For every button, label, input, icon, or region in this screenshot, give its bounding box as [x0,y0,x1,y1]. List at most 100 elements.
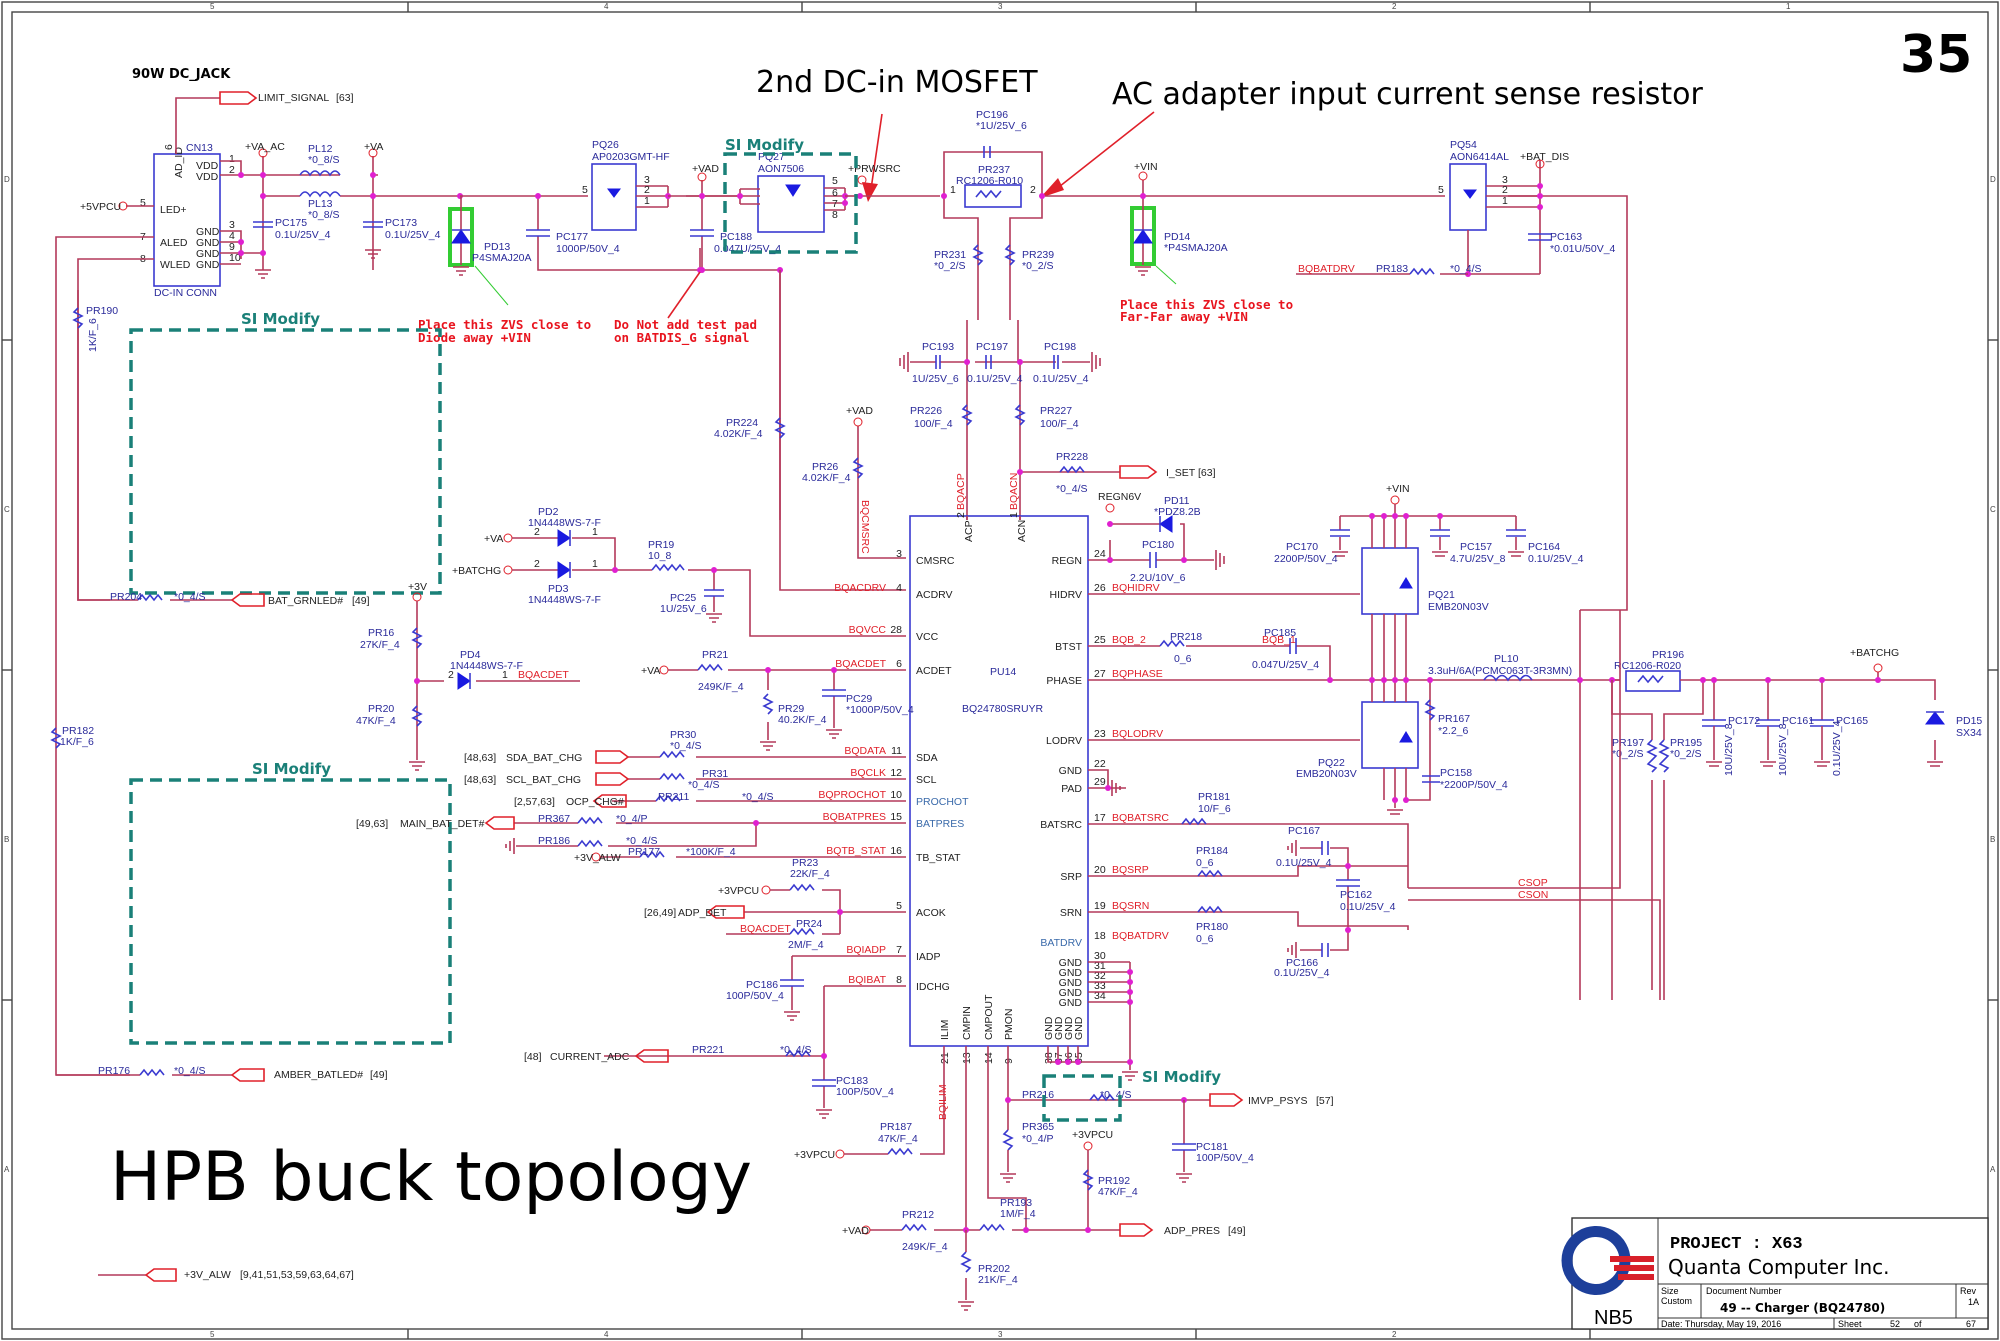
svg-text:PR226: PR226 [910,405,942,417]
svg-text:Size: Size [1661,1286,1679,1296]
svg-text:PQ54: PQ54 [1450,139,1477,151]
ic-pin-gnd: GND [1053,1016,1065,1040]
ic-pin-pad: PAD [1061,783,1082,795]
svg-text:1: 1 [1008,512,1020,518]
svg-text:PR190: PR190 [86,305,118,317]
svg-text:*PDZ8.2B: *PDZ8.2B [1154,506,1201,518]
svg-text:+BATCHG: +BATCHG [452,565,501,577]
svg-text:*0_4/S: *0_4/S [174,1065,206,1077]
ic-pin-num: 17 [1094,812,1106,824]
ic-pin-gnd: GND [1059,977,1083,989]
si-modify-label: SI Modify [725,136,804,154]
svg-text:PR231: PR231 [934,249,966,261]
svg-text:+5VPCU: +5VPCU [80,201,121,213]
pu14-charger-ic: PU14 BQ24780SRUYR [909,515,1089,1047]
svg-text:D: D [1990,175,1996,184]
svg-text:100/F_4: 100/F_4 [914,418,953,430]
ic-pin-num: 11 [891,745,902,757]
svg-text:PC172: PC172 [1728,715,1760,727]
svg-text:1: 1 [1502,195,1508,207]
ic-ref: PU14 [990,666,1016,678]
net-label: BQPHASE [1112,668,1163,680]
svg-text:PR367: PR367 [538,813,570,825]
svg-text:2: 2 [1502,184,1508,196]
ic-pin-cmpout: CMPOUT [983,994,995,1040]
ic-pin-num: 34 [1094,990,1106,1002]
svg-text:+VIN: +VIN [1134,161,1158,173]
offpage-3v-alw: +3V_ALW [184,1269,231,1281]
svg-text:*0_2/S: *0_2/S [1022,260,1054,272]
svg-text:PR237: PR237 [978,164,1010,176]
svg-text:*0_2/S: *0_2/S [1612,748,1644,760]
svg-text:GND: GND [196,259,220,271]
ic-pin-phase: PHASE [1046,675,1082,687]
svg-text:*0_4/S: *0_4/S [688,779,720,791]
ic-pin-prochot: PROCHOT [916,796,969,808]
ic-pin-num: 18 [1094,930,1106,942]
ic-pin-num: 8 [896,974,902,986]
svg-text:PR180: PR180 [1196,921,1228,933]
svg-text:WLED: WLED [160,259,191,271]
net-label: BQHIDRV [1112,582,1160,594]
svg-text:1U/25V_6: 1U/25V_6 [912,373,959,385]
svg-text:PD2: PD2 [538,506,559,518]
svg-text:+3V: +3V [408,581,427,593]
svg-text:2: 2 [448,669,454,681]
company-name: Quanta Computer Inc. [1668,1255,1890,1279]
svg-text:[49,63]: [49,63] [356,818,388,830]
svg-text:2: 2 [229,164,235,176]
zone-col-2: 2 [1392,2,1397,11]
svg-text:47K/F_4: 47K/F_4 [356,715,396,727]
svg-text:2: 2 [1392,1330,1397,1339]
svg-text:100P/50V_4: 100P/50V_4 [836,1086,894,1098]
svg-text:[57]: [57] [1316,1095,1334,1107]
net-label: BQB_2 [1112,634,1146,646]
ic-pin-gnd: GND [1043,1016,1055,1040]
svg-text:1: 1 [592,526,598,538]
svg-text:5: 5 [140,197,146,209]
ic-pin-num: 24 [1094,548,1106,560]
svg-text:PR30: PR30 [670,729,696,741]
svg-text:*2.2_6: *2.2_6 [1438,725,1469,737]
svg-text:+VAD: +VAD [842,1225,869,1237]
svg-text:+VA: +VA [364,141,383,153]
svg-text:+BATCHG: +BATCHG [1850,647,1899,659]
svg-text:*0_4/S: *0_4/S [626,835,658,847]
svg-text:1N4448WS-7-F: 1N4448WS-7-F [528,517,601,529]
svg-text:100P/50V_4: 100P/50V_4 [726,990,784,1002]
ic-pin-num: 5 [896,900,902,912]
svg-text:BQACN: BQACN [1008,473,1020,510]
svg-text:PC197: PC197 [976,341,1008,353]
ic-pin-srn: SRN [1060,907,1082,919]
svg-text:PR365: PR365 [1022,1121,1054,1133]
svg-text:0.1U/25V_4: 0.1U/25V_4 [1274,967,1330,979]
svg-text:10U/25V_8: 10U/25V_8 [1777,723,1789,776]
ic-pin-cmpin: CMPIN [961,1006,973,1040]
ic-pin-num: 13 [961,1052,973,1064]
svg-text:2: 2 [644,184,650,196]
svg-text:5: 5 [832,175,838,187]
net-label: BQTB_STAT [826,845,886,857]
revision: 1A [1968,1297,1979,1307]
svg-text:2M/F_4: 2M/F_4 [788,939,824,951]
net-label: BQPROCHOT [818,789,886,801]
svg-text:AON7506: AON7506 [758,163,804,175]
ic-pin-gnd: GND [1059,765,1083,777]
ic-pin-acok: ACOK [916,907,946,919]
svg-text:10_8: 10_8 [648,550,672,562]
svg-text:*0_8/S: *0_8/S [308,154,340,166]
svg-text:0.1U/25V_4: 0.1U/25V_4 [385,229,441,241]
svg-text:RC1206-R010: RC1206-R010 [956,175,1023,187]
svg-text:22K/F_4: 22K/F_4 [790,868,830,880]
net-label: BQIADP [846,944,886,956]
svg-text:PC196: PC196 [976,109,1008,121]
svg-text:6: 6 [163,144,175,150]
svg-text:21K/F_4: 21K/F_4 [978,1274,1018,1286]
svg-text:C: C [1990,505,1996,514]
ic-pin-acdrv: ACDRV [916,589,953,601]
ic-pin-num: 33 [1094,980,1106,992]
offpage-limit-signal: LIMIT_SIGNAL [258,92,329,104]
svg-text:3: 3 [1502,174,1508,186]
